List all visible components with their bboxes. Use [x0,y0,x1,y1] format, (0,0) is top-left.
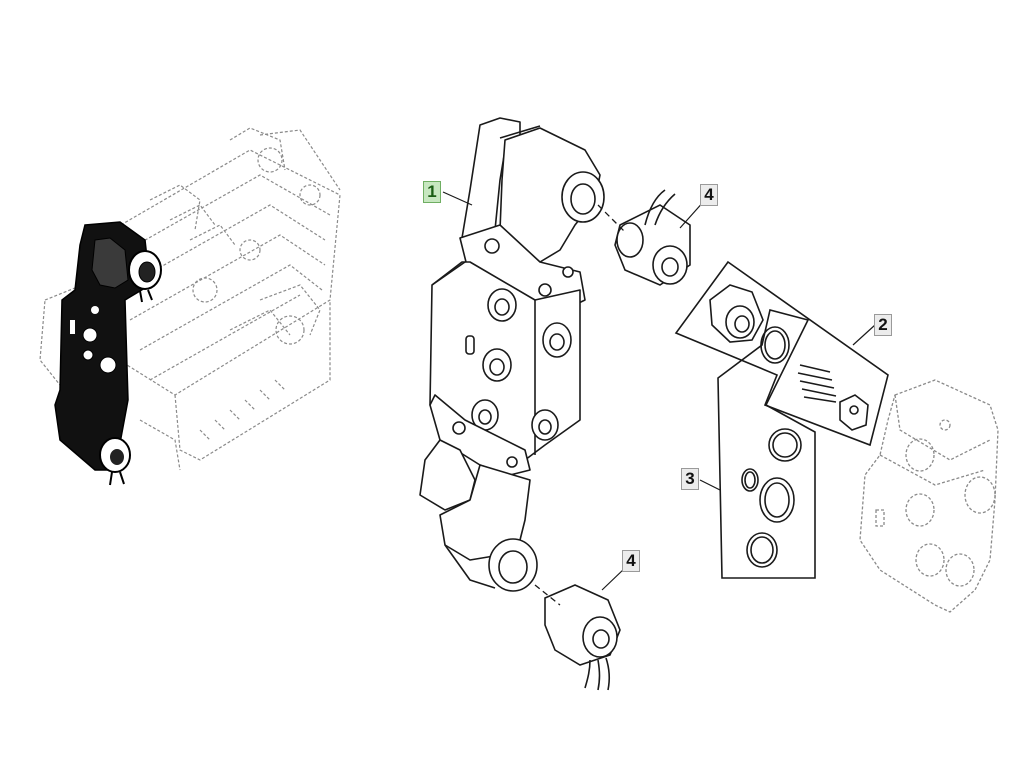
callout-1[interactable]: 1 [423,181,441,203]
solenoid-coil-lower [544,584,621,691]
callout-4-lower[interactable]: 4 [622,550,640,572]
kit-3-seals [741,428,802,568]
adjacent-valve-section [859,379,999,613]
kit-2-parts [709,284,869,431]
callout-3[interactable]: 3 [681,468,699,490]
kit-3-frame [717,309,816,579]
callout-4-upper[interactable]: 4 [700,184,718,206]
solenoid-coil-upper [614,189,691,286]
callout-2[interactable]: 2 [874,314,892,336]
highlighted-valve-section [54,221,162,486]
assembly-line-lower [534,584,561,606]
valve-body-part [419,117,605,592]
valve-bank-overview [39,127,341,471]
kit-2-frame [674,260,889,447]
leader-lines [442,191,876,591]
assembly-line-upper [597,204,626,233]
